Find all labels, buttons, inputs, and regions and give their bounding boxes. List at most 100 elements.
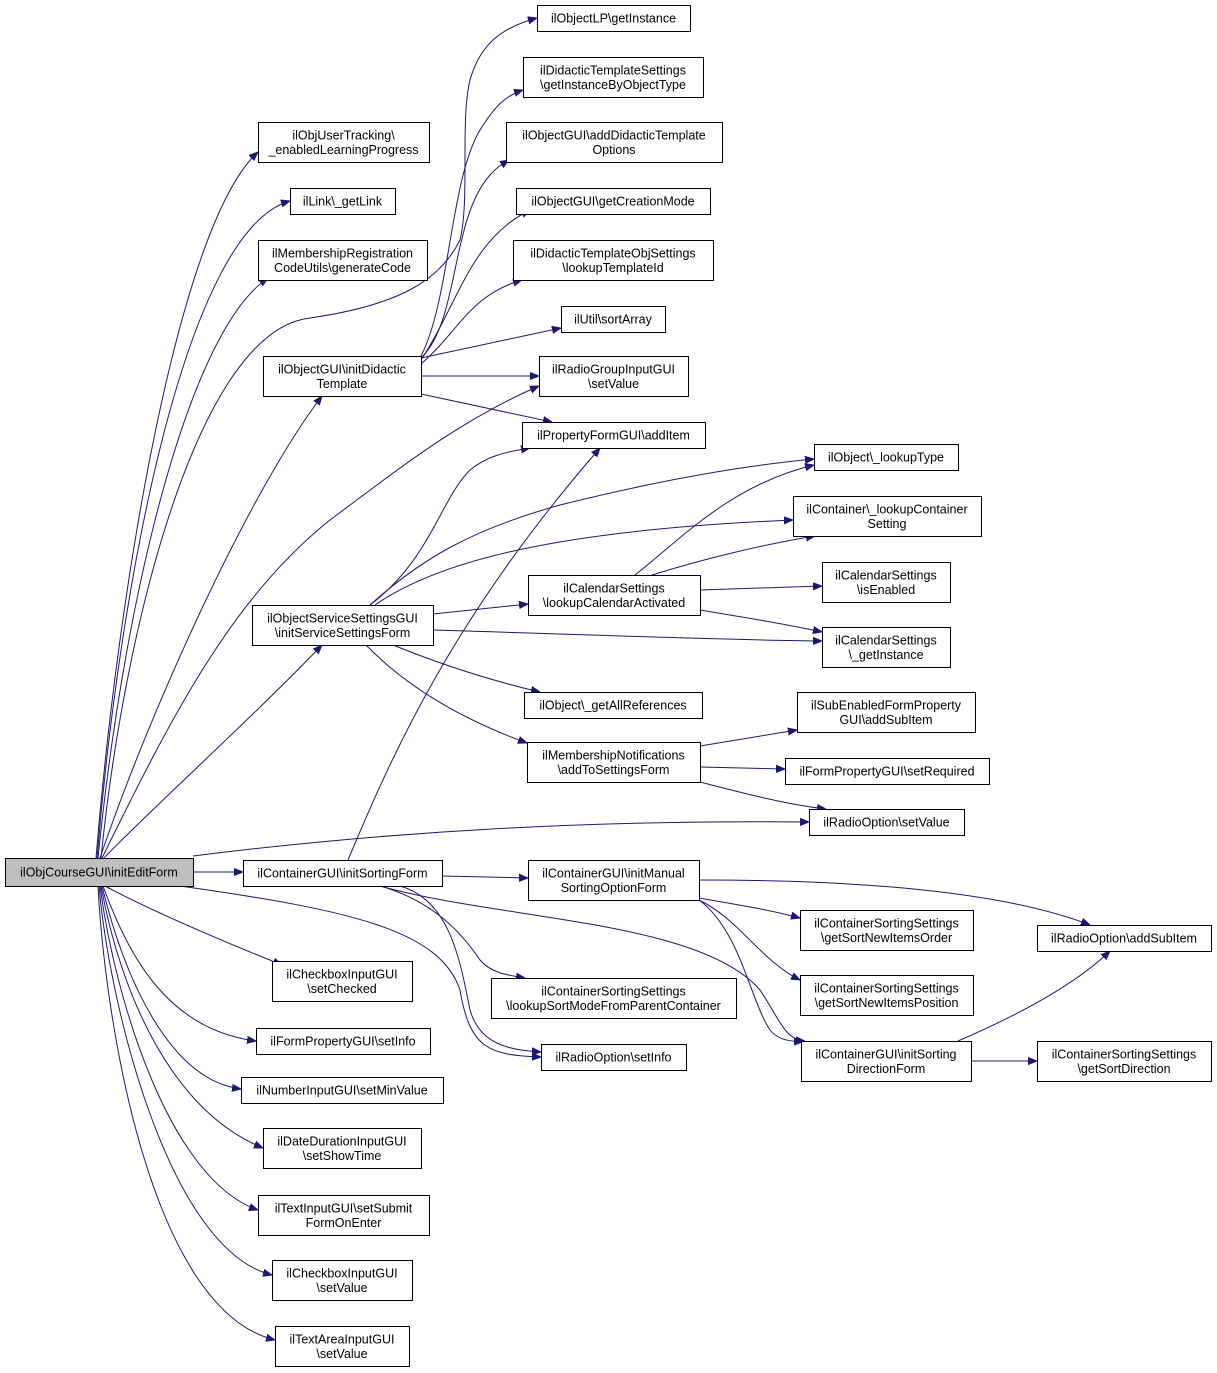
edge-to-roasi	[957, 951, 1110, 1042]
node-label: \getSortNewItemsOrder	[821, 931, 952, 945]
edge-to-tissfe	[99, 885, 258, 1210]
edges-layer	[95, 18, 1110, 1340]
node-label: ilRadioOption\setInfo	[555, 1051, 671, 1065]
node-box	[822, 627, 951, 668]
edge-to-usort	[420, 328, 561, 359]
edge-path	[99, 396, 322, 859]
node-ogcm[interactable]: ilObjectGUI\getCreationMode	[516, 188, 711, 215]
node-ossg[interactable]: ilObjectServiceSettingsGUI\initServiceSe…	[252, 605, 434, 646]
node-box	[513, 240, 714, 281]
node-label: _enabledLearningProgress	[267, 143, 418, 157]
node-label: ilSubEnabledFormProperty	[811, 698, 962, 712]
node-mrcu[interactable]: ilMembershipRegistrationCodeUtils\genera…	[258, 240, 428, 281]
node-dtsg[interactable]: ilDidacticTemplateSettings\getInstanceBy…	[523, 57, 704, 98]
edge-to-csgi	[699, 609, 822, 632]
node-label: ilNumberInputGUI\setMinValue	[256, 1084, 427, 1098]
node-label: \lookupTemplateId	[562, 261, 664, 275]
node-box	[1037, 925, 1212, 952]
node-label: FormOnEnter	[306, 1216, 382, 1230]
edge-to-cgisdf	[698, 899, 803, 1041]
node-ddst[interactable]: ilDateDurationInputGUI\setShowTime	[263, 1128, 422, 1169]
node-cssgsd[interactable]: ilContainerSortingSettings\getSortDirect…	[1037, 1041, 1212, 1082]
edge-path	[420, 328, 561, 359]
edge-path	[99, 885, 258, 1210]
node-box	[272, 961, 413, 1002]
node-box	[801, 1041, 972, 1082]
node-label: \setValue	[316, 1281, 367, 1295]
edge-to-root	[95, 152, 258, 859]
node-label: ilUtil\sortArray	[574, 313, 653, 327]
node-csgi[interactable]: ilCalendarSettings\_getInstance	[822, 627, 951, 668]
node-lpgi[interactable]: ilObjectLP\getInstance	[537, 5, 691, 32]
edge-to-cgimsof	[441, 876, 528, 878]
node-csslsm[interactable]: ilContainerSortingSettings\lookupSortMod…	[491, 978, 737, 1019]
node-cssnio[interactable]: ilContainerSortingSettings\getSortNewIte…	[800, 910, 974, 951]
node-box	[541, 1044, 687, 1071]
node-fpsr[interactable]: ilFormPropertyGUI\setRequired	[785, 758, 990, 785]
edge-to-csslsm	[379, 885, 525, 978]
edge-to-cslca	[432, 604, 528, 615]
node-cgisf[interactable]: ilContainerGUI\initSortingForm	[243, 860, 443, 887]
node-box	[800, 910, 974, 951]
node-ogar[interactable]: ilObject\_getAllReferences	[524, 692, 703, 719]
node-olt[interactable]: ilObject\_lookupType	[814, 444, 959, 471]
node-pfai[interactable]: ilPropertyFormGUI\addItem	[522, 422, 706, 449]
edge-to-sefp	[699, 730, 797, 747]
node-box	[539, 356, 689, 397]
node-roasi[interactable]: ilRadioOption\addSubItem	[1037, 925, 1212, 952]
edge-to-pfai	[347, 448, 600, 861]
node-box	[561, 306, 666, 333]
node-cgimsof[interactable]: ilContainerGUI\initManualSortingOptionFo…	[528, 860, 700, 901]
node-label: ilObjCourseGUI\initEditForm	[20, 866, 178, 880]
edge-to-dtsg	[420, 90, 523, 357]
node-box	[263, 356, 422, 397]
node-fpsi[interactable]: ilFormPropertyGUI\setInfo	[256, 1028, 431, 1055]
node-label: ilCalendarSettings	[835, 633, 936, 647]
edge-path	[699, 586, 822, 590]
node-nismv[interactable]: ilNumberInputGUI\setMinValue	[241, 1077, 444, 1104]
node-cbsv[interactable]: ilCheckboxInputGUI\setValue	[272, 1260, 413, 1301]
node-cssnip[interactable]: ilContainerSortingSettings\getSortNewIte…	[800, 975, 974, 1016]
node-box	[275, 1326, 410, 1367]
edge-to-link	[96, 201, 290, 859]
edge-to-rosv	[699, 781, 826, 809]
edge-to-roasi	[698, 879, 1090, 925]
node-box	[258, 240, 428, 281]
edge-path	[103, 645, 322, 859]
edge-path	[441, 876, 528, 878]
edge-path	[96, 201, 290, 859]
node-cslca[interactable]: ilCalendarSettings\lookupCalendarActivat…	[528, 575, 701, 616]
node-box	[537, 5, 691, 32]
node-label: ilPropertyFormGUI\addItem	[537, 429, 690, 443]
edge-to-mnas	[365, 644, 527, 743]
node-box	[241, 1077, 444, 1104]
node-dtos[interactable]: ilDidacticTemplateObjSettings\lookupTemp…	[513, 240, 714, 281]
edge-to-cssnio	[698, 897, 800, 918]
node-rosi[interactable]: ilRadioOption\setInfo	[541, 1044, 687, 1071]
node-label: Options	[592, 143, 635, 157]
node-rosv[interactable]: ilRadioOption\setValue	[809, 809, 965, 836]
node-csie[interactable]: ilCalendarSettings\isEnabled	[822, 562, 951, 603]
node-usort[interactable]: ilUtil\sortArray	[561, 306, 666, 333]
node-tasv[interactable]: ilTextAreaInputGUI\setValue	[275, 1326, 410, 1367]
node-box	[263, 1128, 422, 1169]
node-mnas[interactable]: ilMembershipNotifications\addToSettingsF…	[527, 742, 701, 783]
edge-to-ogadt	[420, 160, 509, 359]
node-cbsc[interactable]: ilCheckboxInputGUI\setChecked	[272, 961, 413, 1002]
node-box	[523, 57, 704, 98]
node-rgsv[interactable]: ilRadioGroupInputGUI\setValue	[539, 356, 689, 397]
node-root[interactable]: ilObjCourseGUI\initEditForm	[5, 858, 194, 887]
node-label: ilContainerGUI\initSorting	[815, 1047, 956, 1061]
node-label: ilContainerGUI\initSortingForm	[257, 867, 427, 881]
node-link[interactable]: ilLink\_getLink	[290, 188, 396, 215]
edge-to-cgisdf	[379, 885, 805, 1041]
edge-path	[98, 885, 272, 1275]
node-out[interactable]: ilObjUserTracking\_enabledLearningProgre…	[258, 122, 430, 163]
node-label: ilDidacticTemplateSettings	[540, 63, 686, 77]
